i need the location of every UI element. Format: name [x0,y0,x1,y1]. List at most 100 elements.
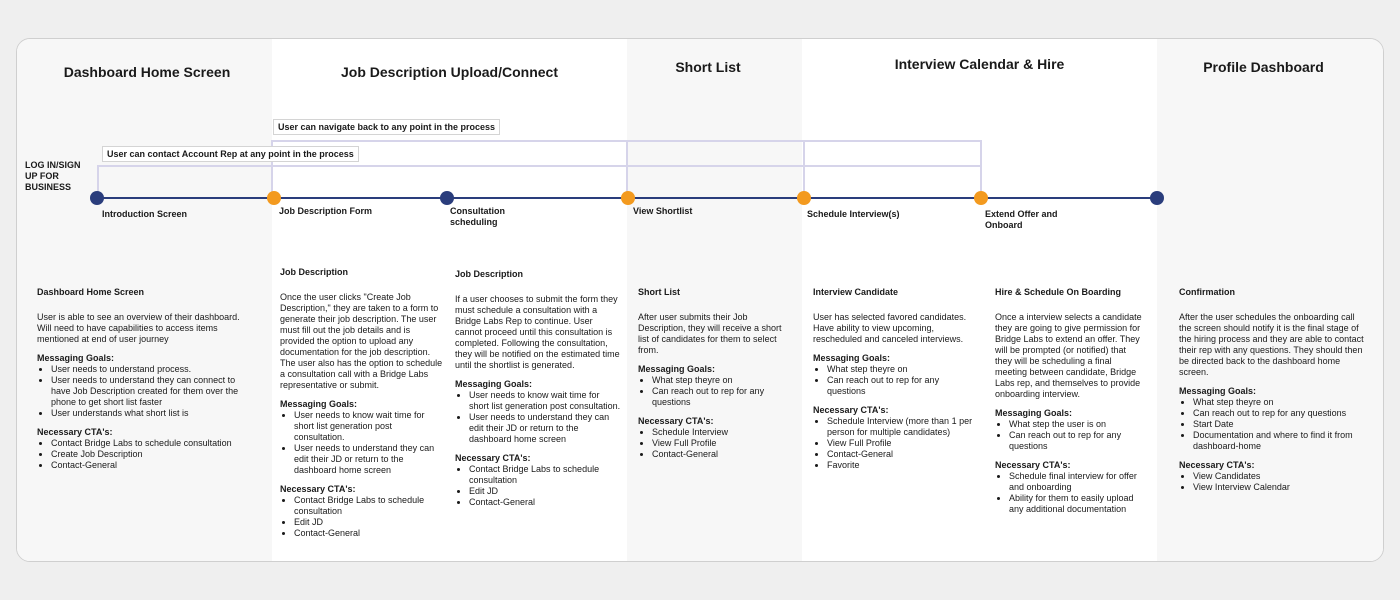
list-item: Edit JD [294,517,445,528]
journey-board: Dashboard Home Screen Job Description Up… [16,38,1384,562]
section-body: Once the user clicks "Create Job Descrip… [280,292,443,390]
cta-list: Contact Bridge Labs to schedule consulta… [280,495,445,539]
section-title: Confirmation [1179,287,1235,297]
goals-label: Messaging Goals: [37,353,115,363]
section-confirmation: Confirmation After the user schedules th… [1179,287,1364,501]
section-title: Short List [638,287,680,297]
list-item: Can reach out to rep for any questions [827,375,973,397]
section-title: Interview Candidate [813,287,899,297]
step-view-shortlist: View Shortlist [633,206,693,216]
cta-list: Schedule Interview (more than 1 per pers… [813,416,973,471]
list-item: Schedule Interview [652,427,793,438]
section-body: User has selected favored candidates. Ha… [813,312,967,344]
header-interview: Interview Calendar & Hire [894,56,1065,72]
node-introduction [90,191,104,205]
list-item: View Full Profile [652,438,793,449]
list-item: Contact-General [294,528,445,539]
node-job-description-form [267,191,281,205]
step-extend-offer: Extend Offer and Onboard [985,209,1058,230]
list-item: Contact-General [469,497,622,508]
back-navigation-note: User can navigate back to any point in t… [273,119,501,135]
cta-list: Schedule Interview View Full Profile Con… [638,427,793,460]
list-item: User needs to know wait time for short l… [469,390,622,412]
column-short-list [627,39,802,561]
cta-label: Necessary CTA's: [37,427,113,437]
goals-list: User needs to know wait time for short l… [455,390,622,445]
goals-list: User needs to know wait time for short l… [280,410,445,476]
list-item: User needs to understand they can edit t… [294,443,445,476]
section-title: Dashboard Home Screen [37,287,145,297]
goals-list: What step theyre on Can reach out to rep… [1179,397,1364,452]
section-job-description-form: Job Description Once the user clicks "Cr… [280,267,445,547]
contact-navigation-bracket [97,165,982,198]
section-body: After user submits their Job Description… [638,312,782,355]
section-dashboard: Dashboard Home Screen User is able to se… [37,287,247,479]
column-dashboard [17,39,272,561]
section-body: If a user chooses to submit the form the… [455,294,620,370]
node-view-shortlist [621,191,635,205]
step-schedule-interview: Schedule Interview(s) [807,209,900,219]
cta-list: Contact Bridge Labs to schedule consulta… [455,464,622,508]
step-job-description-form: Job Description Form [279,206,373,216]
cta-label: Necessary CTA's: [280,484,356,494]
list-item: User needs to understand they can connec… [51,375,247,408]
node-extend-offer [974,191,988,205]
list-item: Create Job Description [51,449,247,460]
goals-label: Messaging Goals: [813,353,891,363]
list-item: What step theyre on [652,375,793,386]
column-profile [1157,39,1383,561]
list-item: Start Date [1193,419,1364,430]
bracket-divider [803,140,805,197]
list-item: Can reach out to rep for any questions [1009,430,1145,452]
cta-label: Necessary CTA's: [1179,460,1255,470]
goals-label: Messaging Goals: [455,379,533,389]
list-item: User needs to understand process. [51,364,247,375]
cta-label: Necessary CTA's: [638,416,714,426]
list-item: Contact-General [827,449,973,460]
goals-list: What step theyre on Can reach out to rep… [813,364,973,397]
node-consultation [440,191,454,205]
cta-list: Contact Bridge Labs to schedule consulta… [37,438,247,471]
section-title: Job Description [455,269,524,279]
list-item: Contact-General [51,460,247,471]
list-item: Contact-General [652,449,793,460]
section-body: Once a interview selects a candidate the… [995,312,1142,399]
list-item: Favorite [827,460,973,471]
section-interview-candidate: Interview Candidate User has selected fa… [813,287,973,479]
bracket-divider [626,140,628,197]
list-item: Schedule Interview (more than 1 per pers… [827,416,973,438]
cta-label: Necessary CTA's: [813,405,889,415]
section-title: Job Description [280,267,349,277]
goals-label: Messaging Goals: [1179,386,1257,396]
section-title: Hire & Schedule On Boarding [995,287,1122,297]
cta-label: Necessary CTA's: [455,453,531,463]
section-short-list: Short List After user submits their Job … [638,287,793,468]
list-item: User needs to understand they can edit t… [469,412,622,445]
step-consultation: Consultation scheduling [450,206,505,227]
list-item: Can reach out to rep for any questions [652,386,793,408]
list-item: What step theyre on [1193,397,1364,408]
list-item: Edit JD [469,486,622,497]
contact-rep-note: User can contact Account Rep at any poin… [102,146,359,162]
section-body: After the user schedules the onboarding … [1179,312,1364,377]
list-item: Can reach out to rep for any questions [1193,408,1364,419]
header-short-list: Short List [675,59,741,75]
list-item: View Interview Calendar [1193,482,1364,493]
header-profile: Profile Dashboard [1203,59,1324,75]
section-hire-onboarding: Hire & Schedule On Boarding Once a inter… [995,287,1145,523]
cta-list: Schedule final interview for offer and o… [995,471,1145,515]
list-item: Contact Bridge Labs to schedule consulta… [294,495,445,517]
node-schedule-interview [797,191,811,205]
list-item: What step the user is on [1009,419,1145,430]
list-item: View Candidates [1193,471,1364,482]
section-body: User is able to see an overview of their… [37,312,240,344]
cta-list: View Candidates View Interview Calendar [1179,471,1364,493]
goals-list: What step theyre on Can reach out to rep… [638,375,793,408]
list-item: Contact Bridge Labs to schedule consulta… [469,464,622,486]
list-item: Schedule final interview for offer and o… [1009,471,1145,493]
cta-label: Necessary CTA's: [995,460,1071,470]
section-consultation: Job Description If a user chooses to sub… [455,269,622,516]
goals-list: User needs to understand process. User n… [37,364,247,419]
list-item: Documentation and where to find it from … [1193,430,1364,452]
list-item: What step theyre on [827,364,973,375]
